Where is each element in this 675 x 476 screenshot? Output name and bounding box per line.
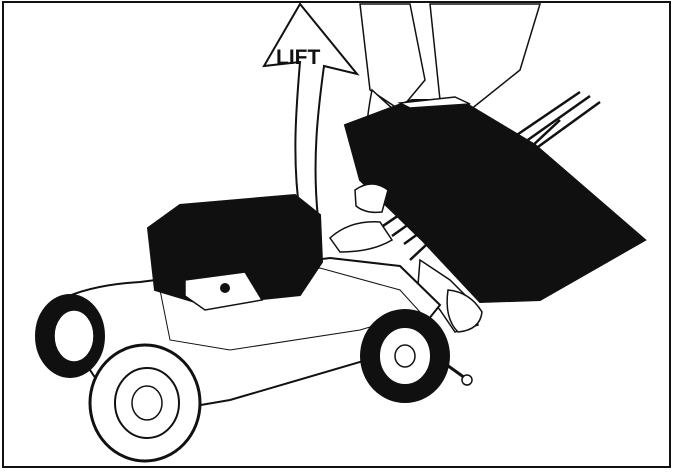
rear-left-wheel: [36, 295, 104, 377]
front-right-wheel: [361, 310, 449, 402]
lift-label: LIFT: [276, 46, 320, 69]
engine: [148, 195, 322, 310]
engine-cap-icon: [220, 283, 230, 293]
height-lever-knob: [462, 375, 472, 385]
front-left-wheel: [90, 345, 200, 461]
